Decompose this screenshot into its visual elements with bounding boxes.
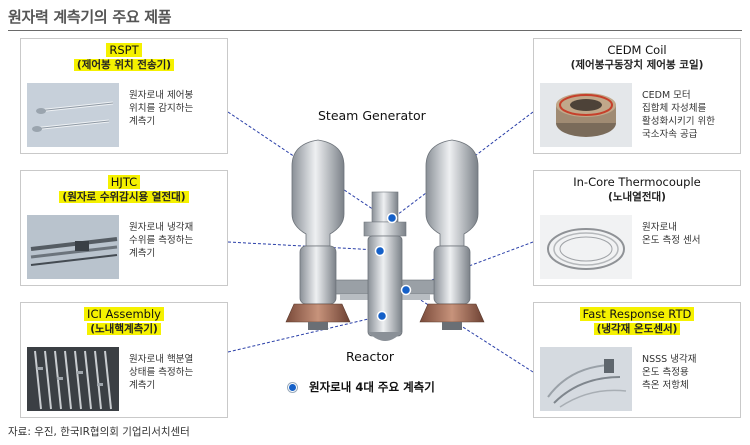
- thermo-photo: [540, 215, 632, 279]
- marker-dot-middle: [374, 245, 386, 257]
- card-rtd-desc: NSSS 냉각재 온도 측정용 측온 저항체: [642, 354, 697, 391]
- title-divider: [8, 30, 742, 31]
- card-thermo-name: In-Core Thermocouple: [573, 175, 701, 189]
- steam-generator-label: Steam Generator: [318, 108, 426, 123]
- steam-generator-right: [419, 139, 485, 330]
- rtd-photo: [540, 347, 632, 411]
- instrument-markers: [374, 212, 412, 322]
- legend: 원자로내 4대 주요 계측기: [288, 379, 435, 395]
- card-cedm: CEDM Coil (제어봉구동장치 제어봉 코일) CEDM 모터 집합체 자…: [533, 38, 741, 154]
- reactor-illustration: [285, 139, 485, 341]
- hjtc-photo: [27, 215, 119, 279]
- legend-dot-icon: [288, 383, 297, 392]
- card-rspt-desc: 원자로내 제어봉 위치를 감지하는 계측기: [129, 90, 194, 127]
- card-ici-desc: 원자로내 핵분열 상태를 측정하는 계측기: [129, 354, 194, 391]
- card-rspt: RSPT (제어봉 위치 전송기) 원자로내 제어봉 위치를 감지하는 계측기: [20, 38, 228, 154]
- card-rspt-name: RSPT: [106, 43, 142, 57]
- card-thermo: In-Core Thermocouple (노내열전대) 원자로내 온도 측정 …: [533, 170, 741, 286]
- card-cedm-name: CEDM Coil: [607, 43, 667, 57]
- card-thermo-sub: (노내열전대): [608, 191, 666, 203]
- marker-dot-bottom: [376, 310, 388, 322]
- card-rtd: Fast Response RTD (냉각재 온도센서) NSSS 냉각재 온도…: [533, 302, 741, 418]
- ici-photo: [27, 347, 119, 411]
- card-hjtc-name: HJTC: [107, 175, 141, 189]
- card-rtd-sub: (냉각재 온도센서): [593, 323, 681, 335]
- reactor-label: Reactor: [346, 349, 395, 364]
- card-ici-sub: (노내핵계측기): [87, 323, 161, 335]
- card-ici: ICI Assembly (노내핵계측기) 원자로내 핵분열 상태를 측정하는 …: [20, 302, 228, 418]
- legend-label: 원자로내 4대 주요 계측기: [309, 380, 435, 394]
- card-rspt-sub: (제어봉 위치 전송기): [73, 59, 175, 71]
- card-cedm-sub: (제어봉구동장치 제어봉 코일): [570, 59, 704, 71]
- card-rtd-name: Fast Response RTD: [579, 307, 695, 321]
- steam-generator-left: [285, 139, 351, 330]
- card-thermo-desc: 원자로내 온도 측정 센서: [642, 222, 701, 246]
- source-note: 자료: 우진, 한국IR협의회 기업리서치센터: [8, 426, 190, 438]
- cedm-photo: [540, 83, 632, 147]
- marker-dot-top: [386, 212, 398, 224]
- card-hjtc-sub: (원자로 수위감시용 열전대): [59, 191, 189, 203]
- card-hjtc-desc: 원자로내 냉각재 수위를 측정하는 계측기: [129, 222, 194, 259]
- card-ici-name: ICI Assembly: [84, 307, 164, 321]
- page-title: 원자력 계측기의 주요 제품: [8, 8, 172, 26]
- marker-dot-right: [400, 284, 412, 296]
- card-cedm-desc: CEDM 모터 집합체 자성체를 활성화시키기 위한 국소자속 공급: [642, 90, 715, 140]
- card-hjtc: HJTC (원자로 수위감시용 열전대) 원자로내 냉각재 수위를 측정하는 계…: [20, 170, 228, 286]
- rspt-photo: [27, 83, 119, 147]
